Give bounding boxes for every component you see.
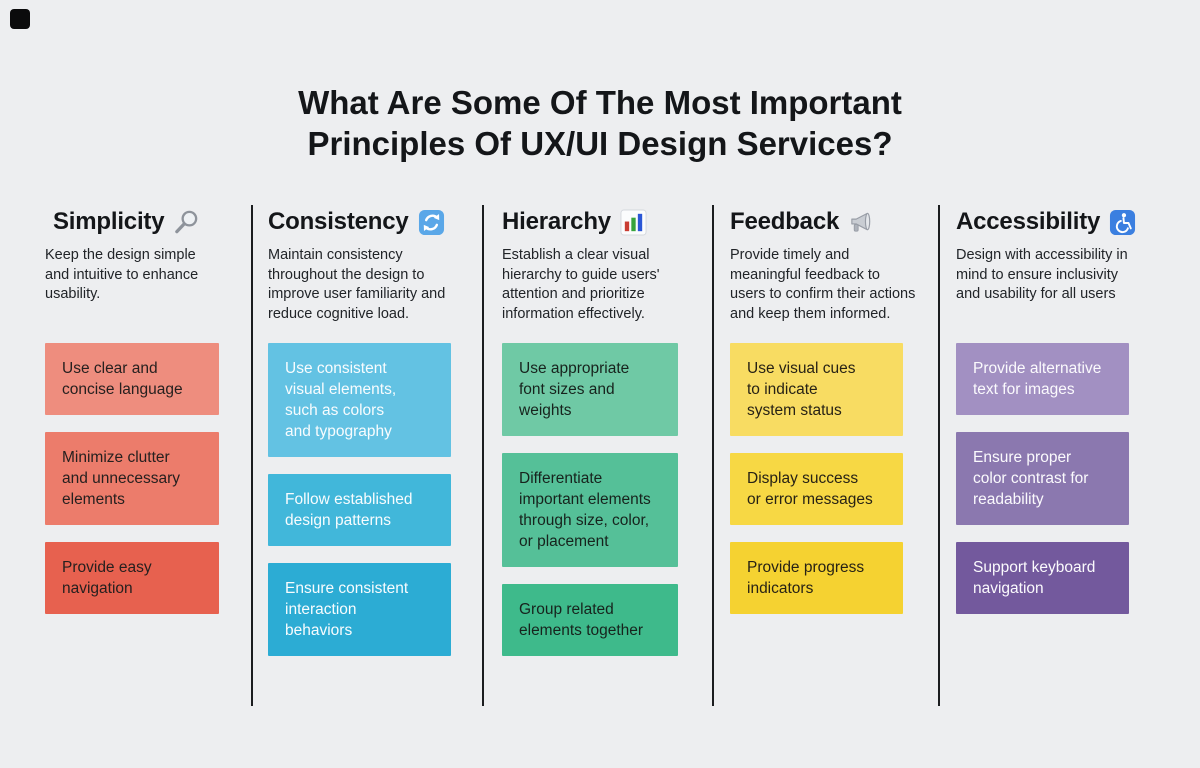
tip-card: Provide alternative text for images: [956, 343, 1129, 415]
tip-card: Use consistent visual elements, such as …: [268, 343, 451, 457]
column-heading: Accessibility: [956, 205, 1136, 236]
tip-card: Follow established design patterns: [268, 474, 451, 546]
column-heading: Simplicity: [45, 205, 219, 236]
card-list: Use clear and concise language Minimize …: [45, 343, 219, 614]
column-simplicity: Simplicity Keep the design simple and in…: [45, 205, 219, 614]
column-divider: [938, 205, 940, 706]
tip-card: Use visual cues to indicate system statu…: [730, 343, 903, 436]
column-description: Maintain consistency throughout the desi…: [268, 247, 446, 322]
column-divider: [251, 205, 253, 706]
column-consistency: Consistency Maintain consistency through…: [268, 205, 451, 656]
tip-card: Differentiate important elements through…: [502, 453, 678, 567]
card-list: Provide alternative text for images Ensu…: [956, 343, 1129, 614]
column-heading: Hierarchy: [502, 205, 678, 236]
card-list: Use consistent visual elements, such as …: [268, 343, 451, 656]
refresh-icon: [418, 209, 445, 236]
card-list: Use appropriate font sizes and weights D…: [502, 343, 678, 656]
column-heading-label: Simplicity: [53, 208, 165, 235]
tip-card: Group related elements together: [502, 584, 678, 656]
page-title: What Are Some Of The Most Important Prin…: [298, 84, 902, 163]
tip-card: Minimize clutter and unnecessary element…: [45, 432, 219, 525]
column-description: Provide timely and meaningful feedback t…: [730, 247, 916, 322]
column-description: Keep the design simple and intuitive to …: [45, 247, 199, 302]
column-feedback: Feedback Provide timely and meaningful f…: [730, 205, 916, 614]
column-divider: [482, 205, 484, 706]
tip-card: Use clear and concise language: [45, 343, 219, 415]
column-heading: Consistency: [268, 205, 451, 236]
tip-card: Ensure proper color contrast for readabi…: [956, 432, 1129, 525]
card-list: Use visual cues to indicate system statu…: [730, 343, 903, 614]
column-heading-label: Feedback: [730, 208, 840, 235]
tip-card: Use appropriate font sizes and weights: [502, 343, 678, 436]
column-accessibility: Accessibility Design with accessibility …: [956, 205, 1136, 614]
column-heading-label: Consistency: [268, 208, 409, 235]
tip-card: Display success or error messages: [730, 453, 903, 525]
column-heading: Feedback: [730, 205, 903, 236]
column-description: Establish a clear visual hierarchy to gu…: [502, 247, 660, 322]
column-heading-label: Accessibility: [956, 208, 1101, 235]
tip-card: Provide progress indicators: [730, 542, 903, 614]
bar-chart-icon: [620, 208, 647, 236]
column-description: Design with accessibility in mind to ens…: [956, 247, 1128, 302]
tip-card: Support keyboard navigation: [956, 542, 1129, 614]
tip-card: Ensure consistent interaction behaviors: [268, 563, 451, 656]
megaphone-icon: [848, 209, 875, 236]
logo-mark: [10, 9, 30, 29]
column-hierarchy: Hierarchy Establish a clear visual hiera…: [502, 205, 678, 656]
column-heading-label: Hierarchy: [502, 208, 611, 235]
wheelchair-icon: [1109, 209, 1136, 236]
tip-card: Provide easy navigation: [45, 542, 219, 614]
magnifier-icon: [173, 209, 200, 236]
column-divider: [712, 205, 714, 706]
